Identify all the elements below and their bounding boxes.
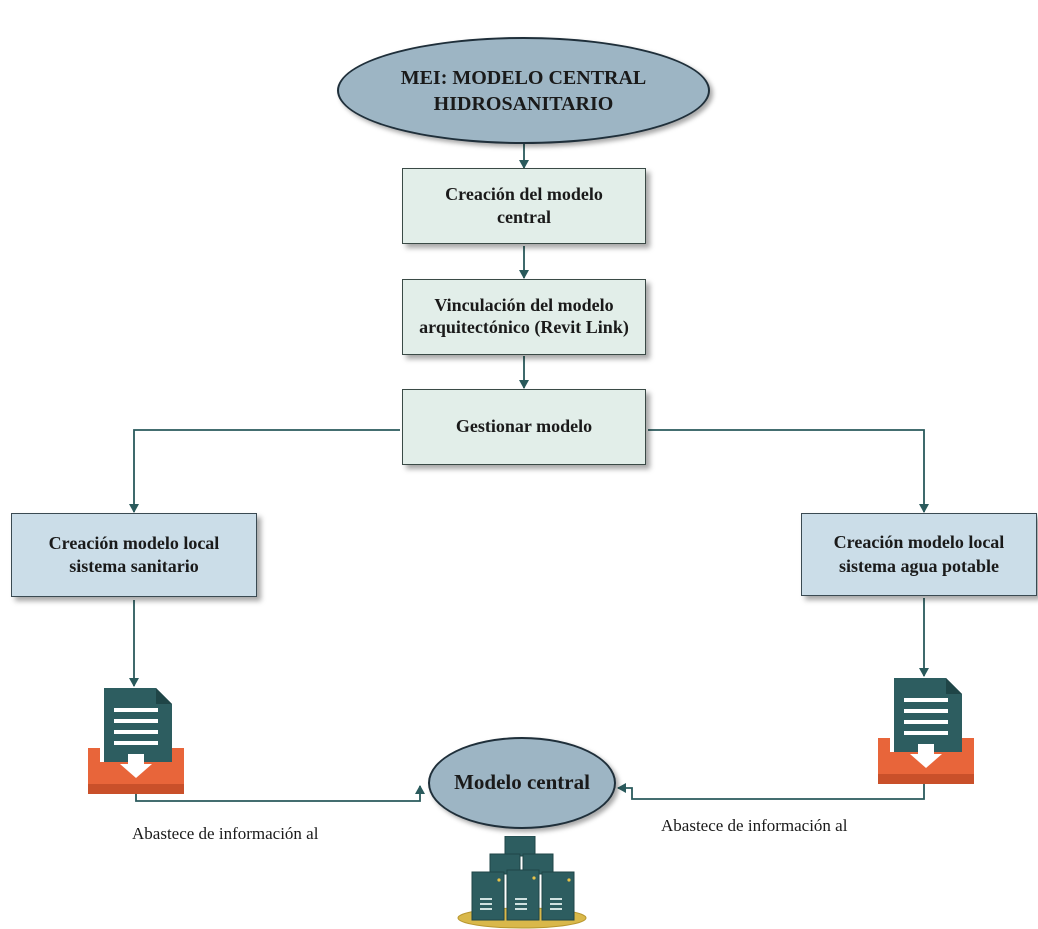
connector-step3-right	[648, 429, 929, 513]
root-node-label: MEI: MODELO CENTRAL HIDROSANITARIO	[400, 66, 647, 115]
step-manage-model: Gestionar modelo	[402, 389, 646, 465]
step-manage-model-label: Gestionar modelo	[455, 416, 593, 437]
branch-potable-water-label: Creación modelo local sistema agua potab…	[833, 532, 1005, 576]
root-node: MEI: MODELO CENTRAL HIDROSANITARIO	[337, 37, 710, 144]
branch-sanitary-label: Creación modelo local sistema sanitario	[48, 532, 220, 576]
step-create-central-label: Creación del modelo central	[445, 183, 603, 227]
connector-step3-left	[129, 429, 400, 513]
connector-leftdoc-central	[135, 785, 425, 802]
edge-label-left: Abastece de información al	[132, 824, 319, 843]
left-document-tray-icon	[88, 688, 184, 794]
connector-rightdoc-central	[617, 778, 925, 800]
branch-sanitary: Creación modelo local sistema sanitario	[11, 513, 257, 597]
right-document-tray-icon	[878, 678, 974, 784]
central-model-label: Modelo central	[454, 770, 590, 795]
server-stack-icon	[457, 836, 587, 929]
edge-label-right: Abastece de información al	[661, 816, 848, 835]
branch-potable-water: Creación modelo local sistema agua potab…	[801, 513, 1037, 596]
central-model-node: Modelo central	[428, 737, 616, 829]
step-link-architectural-label: Vinculación del modelo arquitectónico (R…	[419, 295, 629, 337]
step-link-architectural: Vinculación del modelo arquitectónico (R…	[402, 279, 646, 355]
step-create-central: Creación del modelo central	[402, 168, 646, 244]
